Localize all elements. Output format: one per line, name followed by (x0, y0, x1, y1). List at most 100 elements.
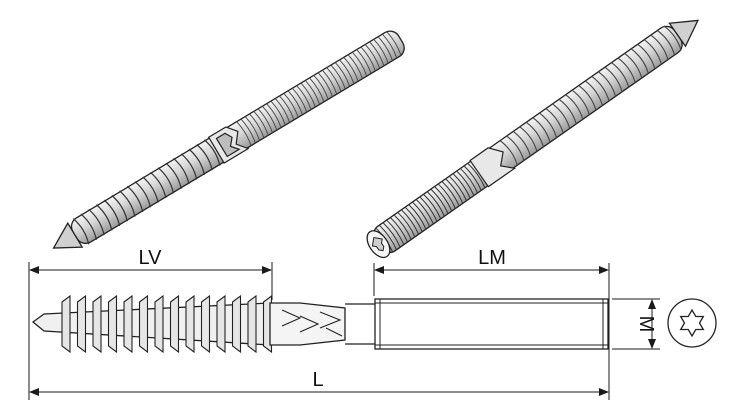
thread-crest (591, 75, 610, 102)
thread-crest (309, 77, 325, 103)
thread-crest (80, 213, 98, 240)
thread-crest (460, 168, 479, 194)
bolt-3d-view-right (366, 19, 700, 259)
thread-crest (322, 69, 338, 95)
bolt-3d-view-left (52, 30, 405, 249)
thread-crest (274, 98, 291, 123)
thread-crest (441, 180, 460, 207)
thread-flank (123, 294, 133, 354)
thread-flank (169, 294, 180, 354)
thread-flank (200, 294, 211, 354)
thread-flank (185, 294, 195, 354)
thread-crest (532, 117, 551, 143)
thread-flank (154, 294, 164, 354)
thread-crest (598, 71, 617, 97)
thread-crest (467, 162, 486, 189)
thread-flank (216, 294, 226, 354)
thread-crest (378, 224, 397, 251)
bolt-elevation-view (31, 294, 609, 354)
thread-crest (452, 173, 471, 199)
thread-crest (373, 38, 389, 64)
thread-flank (61, 294, 71, 354)
thread-crest (463, 165, 482, 191)
thread-crest (204, 139, 221, 166)
thread-crest (326, 67, 342, 92)
thread-crest (150, 171, 167, 199)
thread-crest (611, 62, 630, 88)
thread-crest (377, 36, 393, 61)
thread-crest (279, 95, 295, 121)
thread-crest (253, 111, 269, 136)
thread-crest (111, 195, 128, 222)
thread-crest (292, 87, 308, 113)
thread-crest (119, 190, 136, 217)
thread-crest (88, 208, 105, 236)
thread-crest (356, 49, 372, 74)
l-label: L (312, 369, 323, 391)
thread-crest (650, 34, 669, 60)
thread-crest (244, 116, 261, 141)
thread-crest (165, 162, 182, 189)
thread-crest (456, 170, 475, 196)
thread-crest (330, 64, 346, 90)
thread-crest (437, 183, 456, 209)
thread-crest (430, 188, 449, 214)
thread-crest (304, 80, 321, 105)
thread-crest (283, 93, 299, 118)
thread-crest (604, 66, 623, 92)
thread-crest (617, 57, 636, 83)
lm-label: LM (478, 247, 506, 269)
dimension-lines (28, 262, 660, 400)
thread-crest (364, 44, 381, 69)
thread-crest (506, 135, 525, 161)
thread-crest (434, 186, 453, 212)
thread-crest (499, 140, 518, 166)
thread-crest (257, 108, 273, 133)
thread-flank (76, 294, 87, 354)
thread-crest (334, 62, 351, 87)
thread-crest (262, 105, 278, 131)
thread-crest (565, 94, 584, 120)
thread-crest (663, 25, 682, 51)
thread-flank (92, 294, 102, 354)
thread-crest (300, 82, 316, 108)
thread-crest (552, 103, 571, 129)
thread-flank (231, 294, 242, 354)
thread-crest (408, 204, 427, 230)
thread-crest (401, 209, 420, 235)
thread-crest (412, 201, 431, 227)
thread-crest (571, 89, 590, 115)
thread-crest (240, 118, 256, 144)
thread-crest (369, 41, 385, 66)
thread-crest (382, 222, 401, 248)
thread-crest (196, 144, 213, 171)
thread-crest (72, 218, 90, 245)
thread-crest (558, 98, 577, 125)
thread-crest (360, 46, 376, 72)
thread-crest (317, 72, 333, 97)
thread-crest (188, 148, 206, 175)
thread-crest (343, 56, 359, 82)
thread-crest (657, 30, 676, 56)
thread-crest (157, 167, 175, 194)
thread-crest (103, 199, 121, 226)
thread-crest (630, 48, 649, 74)
thread-crest (180, 153, 198, 180)
thread-crest (393, 214, 412, 240)
m-label: M (635, 316, 657, 333)
thread-crest (539, 112, 558, 138)
thread-crest (347, 54, 363, 79)
thread-crest (313, 75, 329, 100)
thread-crest (415, 199, 434, 225)
thread-crest (519, 126, 538, 152)
thread-crest (249, 113, 265, 139)
thread-crest (134, 181, 152, 208)
thread-crest (404, 206, 423, 232)
thread-crest (96, 204, 113, 231)
thread-crest (386, 31, 402, 56)
thread-crest (423, 193, 442, 220)
thread-crest (236, 121, 252, 146)
thread-crest (296, 85, 312, 110)
thread-crest (386, 219, 405, 245)
